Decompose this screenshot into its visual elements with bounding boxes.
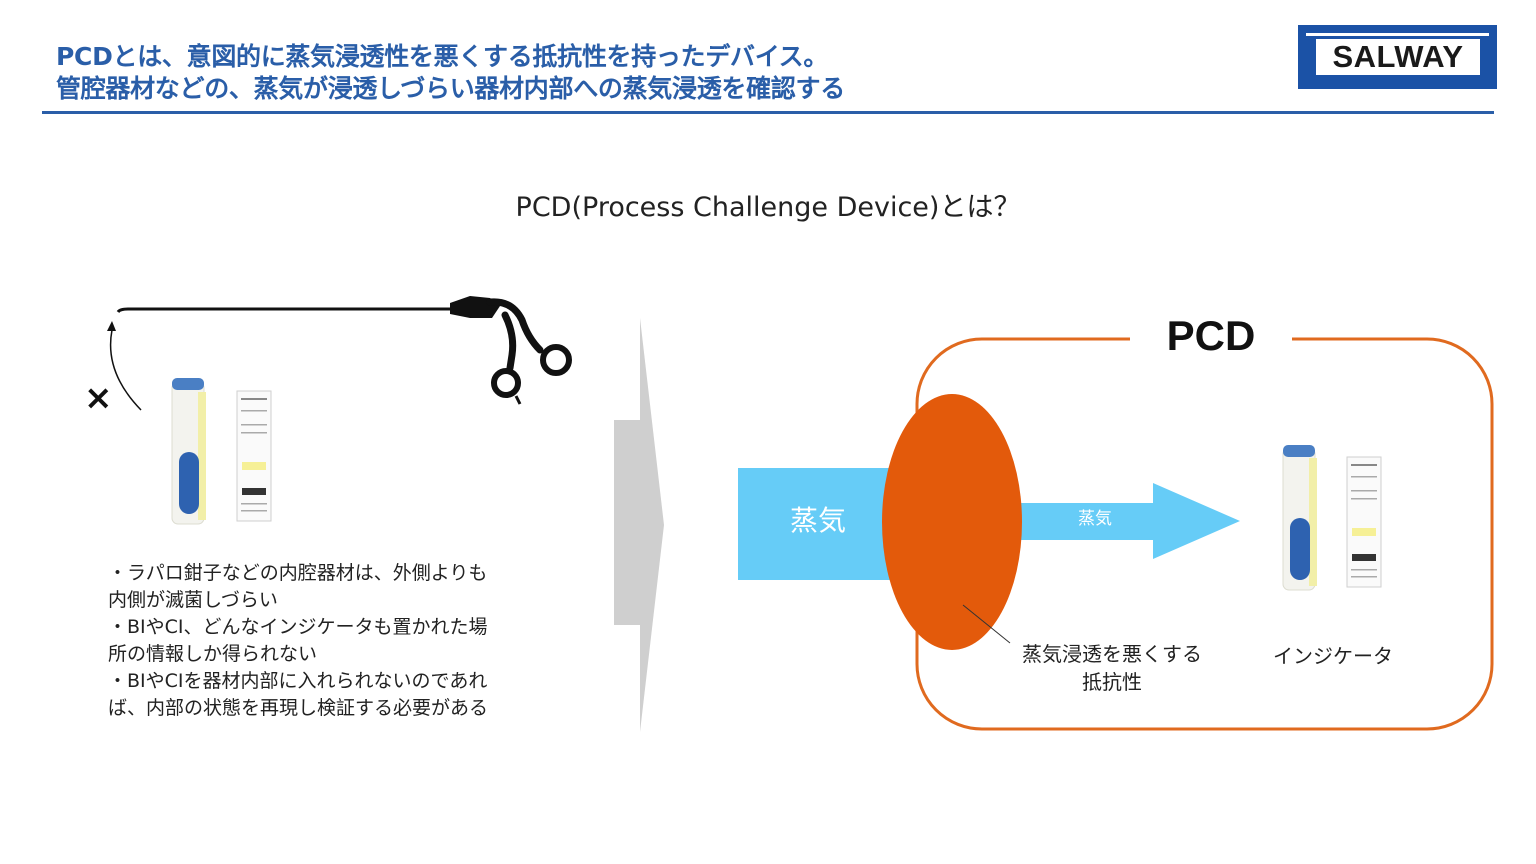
- not-reachable-mark: ×: [84, 378, 113, 418]
- note-line: ・BIやCI、どんなインジケータも置かれた場: [108, 616, 488, 638]
- steam-inflow-block: [738, 468, 908, 580]
- header-divider: [42, 111, 1494, 114]
- resistance-label-line-1: 蒸気浸透を悪くする: [1022, 642, 1202, 666]
- indicator-label: インジケータ: [1273, 644, 1393, 668]
- chemical-indicator-strip-right: [1346, 456, 1382, 588]
- pcd-title: PCD: [1130, 312, 1292, 360]
- logo-text: SALWAY: [1332, 39, 1464, 74]
- salway-logo: SALWAY: [1298, 25, 1497, 89]
- note-line: ば、内部の状態を再現し検証する必要がある: [108, 697, 489, 719]
- biological-indicator-vial-right: [1282, 445, 1317, 591]
- note-line: 所の情報しか得られない: [108, 643, 318, 665]
- resistance-leader-line: [962, 604, 1011, 644]
- note-line: ・BIやCIを器材内部に入れられないのであれ: [108, 670, 488, 692]
- section-subtitle: PCD(Process Challenge Device)とは？: [515, 192, 1021, 223]
- note-line: 内側が滅菌しづらい: [108, 589, 278, 611]
- resistance-label: 蒸気浸透を悪くする 抵抗性: [990, 640, 1234, 696]
- forceps-icon: [116, 296, 572, 405]
- page-title-line-1: PCDとは、意図的に蒸気浸透性を悪くする抵抗性を持ったデバイス。: [56, 42, 829, 71]
- divider-arrow: [614, 318, 664, 732]
- note-line: ・ラパロ鉗子などの内腔器材は、外側よりも: [108, 562, 488, 584]
- resistance-label-line-2: 抵抗性: [1082, 670, 1142, 694]
- page-title-line-2: 管腔器材などの、蒸気が浸透しづらい器材内部への蒸気浸透を確認する: [56, 74, 845, 103]
- chemical-indicator-strip-left: [236, 390, 272, 522]
- biological-indicator-vial-left: [171, 378, 206, 525]
- steam-label-inflow: 蒸気: [789, 504, 846, 537]
- steam-label-outflow: 蒸気: [1078, 509, 1112, 529]
- steam-outflow-arrow: [1010, 483, 1240, 559]
- notes-list: ・ラパロ鉗子などの内腔器材は、外側よりも 内側が滅菌しづらい ・BIやCI、どん…: [108, 560, 578, 722]
- insertion-arrow: [109, 329, 142, 411]
- resistance-oval: [882, 394, 1022, 650]
